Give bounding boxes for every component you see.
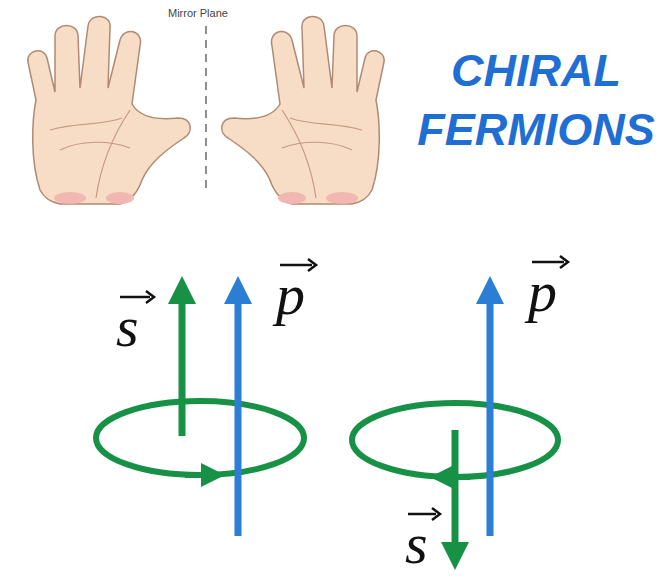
right-hand xyxy=(222,16,384,204)
momentum-arrow xyxy=(235,290,242,536)
spin-arrow xyxy=(179,290,186,436)
vector-accent xyxy=(560,256,568,268)
rotation-loop xyxy=(96,401,304,475)
spin-label: s xyxy=(116,298,139,356)
spin-arrow xyxy=(452,430,459,556)
left-hand xyxy=(28,16,190,204)
momentum-label: p xyxy=(276,266,305,324)
mirror-label: Mirror Plane xyxy=(168,7,228,19)
vector-accent xyxy=(432,508,440,520)
vector-accent xyxy=(146,291,154,303)
spin-label: s xyxy=(405,515,428,573)
loop-arrow xyxy=(185,472,213,478)
title: CHIRAL FERMIONS xyxy=(408,42,664,159)
momentum-label: p xyxy=(528,263,557,321)
momentum-arrow xyxy=(487,290,494,536)
vector-accent xyxy=(308,259,316,271)
mirror-line xyxy=(205,26,206,190)
